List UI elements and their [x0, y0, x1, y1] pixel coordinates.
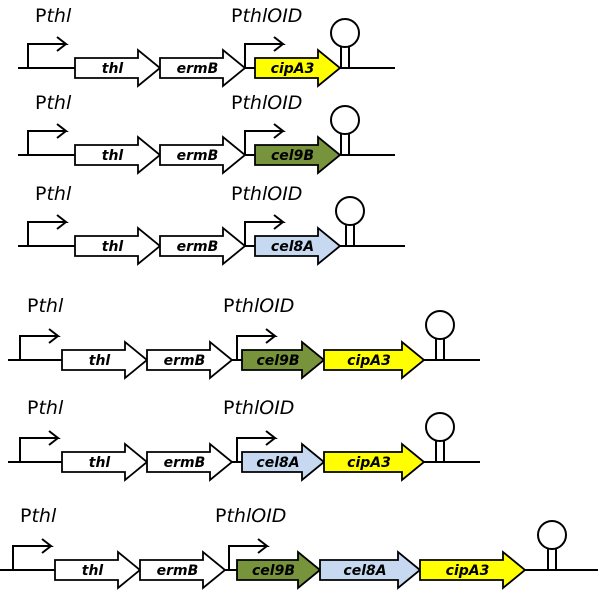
terminator-stem-icon	[345, 224, 355, 246]
terminator-loop-icon	[330, 105, 360, 135]
gene-label: thl	[89, 353, 111, 369]
gene-label: ermB	[177, 239, 219, 255]
gene-arrow-cel9B	[241, 340, 326, 380]
construct-row: Pthl PthlOID thl ermB cel9B cel8A cipA3	[0, 505, 598, 590]
promoter-pthloid-icon	[228, 538, 270, 570]
terminator-stem-icon	[435, 440, 445, 462]
gene-arrow-thl	[61, 442, 149, 482]
gene-label: thl	[89, 455, 111, 471]
gene-arrow-cipA3	[254, 48, 342, 88]
promoter-label-pthloid: PthlOID	[223, 397, 294, 419]
gene-label: thl	[82, 563, 104, 579]
gene-label: thl	[102, 148, 124, 164]
gene-label: cipA3	[347, 353, 391, 369]
gene-arrow-ermB	[139, 550, 227, 590]
construct-row: Pthl PthlOID thl ermB cel9B	[18, 92, 395, 175]
terminator-loop-icon	[537, 520, 567, 550]
gene-arrow-cipA3	[419, 550, 527, 590]
gene-arrow-ermB	[146, 340, 234, 380]
promoter-pthl-icon	[27, 36, 69, 68]
gene-label: cel9B	[252, 563, 295, 579]
construct-row: Pthl PthlOID thl ermB cipA3	[18, 5, 395, 88]
gene-label: ermB	[164, 353, 206, 369]
promoter-label-pthl: Pthl	[35, 5, 72, 27]
gene-arrow-thl	[54, 550, 142, 590]
gene-arrow-cel9B	[236, 550, 322, 590]
promoter-label-pthl: Pthl	[20, 505, 57, 527]
gene-arrow-cipA3	[323, 442, 426, 482]
gene-label: ermB	[177, 61, 219, 77]
gene-label: cel9B	[256, 353, 299, 369]
terminator-loop-icon	[425, 310, 455, 340]
gene-arrow-cel8A	[254, 226, 342, 266]
gene-arrow-ermB	[159, 135, 247, 175]
terminator-stem-icon	[435, 338, 445, 360]
gene-label: cipA3	[446, 563, 490, 579]
gene-label: ermB	[177, 148, 219, 164]
promoter-pthloid-icon	[244, 214, 286, 246]
terminator-stem-icon	[340, 133, 350, 155]
gene-label: cel9B	[271, 148, 314, 164]
terminator-loop-icon	[330, 18, 360, 48]
gene-label: thl	[102, 239, 124, 255]
gene-label: cel8A	[271, 239, 314, 255]
terminator-loop-icon	[335, 196, 365, 226]
gene-arrow-thl	[74, 226, 162, 266]
gene-arrow-ermB	[146, 442, 234, 482]
gene-arrow-thl	[74, 48, 162, 88]
gene-arrow-cel8A	[241, 442, 326, 482]
promoter-label-pthl: Pthl	[35, 92, 72, 114]
terminator-loop-icon	[425, 412, 455, 442]
gene-arrow-cel9B	[254, 135, 342, 175]
gene-label: cel8A	[343, 563, 386, 579]
promoter-label-pthloid: PthlOID	[231, 5, 302, 27]
gene-arrow-cipA3	[323, 340, 426, 380]
promoter-pthl-icon	[27, 123, 69, 155]
promoter-label-pthloid: PthlOID	[231, 183, 302, 205]
promoter-pthloid-icon	[244, 123, 286, 155]
promoter-label-pthloid: PthlOID	[223, 295, 294, 317]
promoter-label-pthloid: PthlOID	[231, 92, 302, 114]
promoter-label-pthl: Pthl	[27, 397, 64, 419]
promoter-pthloid-icon	[236, 430, 278, 462]
gene-label: cipA3	[347, 455, 391, 471]
promoter-pthl-icon	[19, 430, 61, 462]
gene-arrow-cel8A	[319, 550, 422, 590]
construct-row: Pthl PthlOID thl ermB cel8A	[18, 183, 405, 266]
gene-arrow-thl	[74, 135, 162, 175]
terminator-stem-icon	[340, 46, 350, 68]
gene-arrow-ermB	[159, 226, 247, 266]
gene-label: cel8A	[256, 455, 299, 471]
promoter-label-pthl: Pthl	[27, 295, 64, 317]
terminator-stem-icon	[547, 548, 557, 570]
gene-arrow-ermB	[159, 48, 247, 88]
gene-label: thl	[102, 61, 124, 77]
promoter-pthl-icon	[27, 214, 69, 246]
gene-label: cipA3	[271, 61, 315, 77]
construct-row: Pthl PthlOID thl ermB cel8A cipA3	[8, 397, 480, 482]
gene-label: ermB	[164, 455, 206, 471]
promoter-pthloid-icon	[244, 36, 286, 68]
gene-label: ermB	[157, 563, 199, 579]
promoter-label-pthl: Pthl	[35, 183, 72, 205]
promoter-pthloid-icon	[236, 328, 278, 360]
gene-arrow-thl	[61, 340, 149, 380]
promoter-pthl-icon	[19, 328, 61, 360]
construct-row: Pthl PthlOID thl ermB cel9B cipA3	[8, 295, 480, 380]
promoter-pthl-icon	[12, 538, 54, 570]
promoter-label-pthloid: PthlOID	[215, 505, 286, 527]
